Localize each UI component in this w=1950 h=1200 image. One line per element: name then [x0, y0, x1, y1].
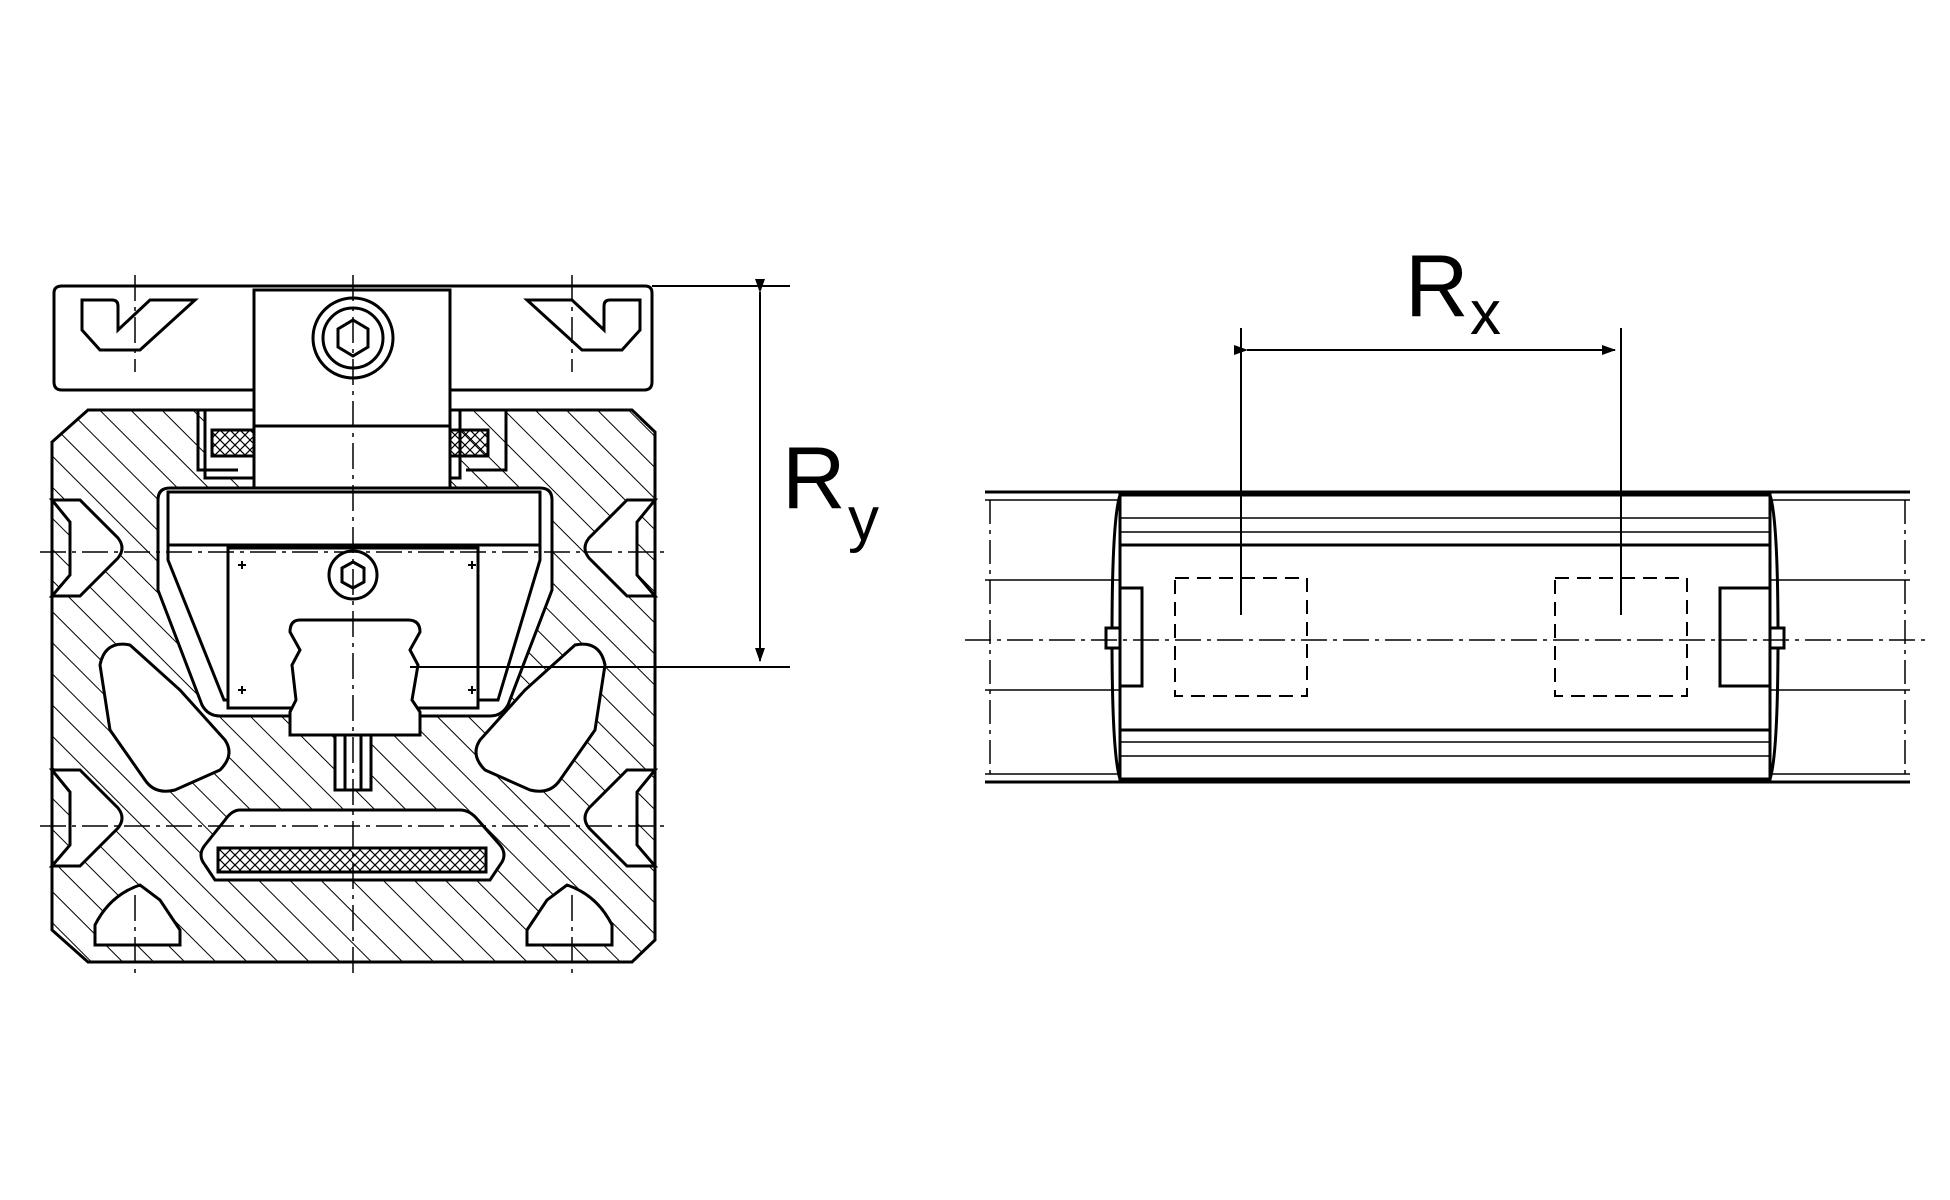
centerlines-left: [40, 275, 668, 975]
rx-label: R: [1405, 236, 1469, 335]
end-plate-left: [1118, 586, 1144, 688]
bottom-seal-strip: [216, 846, 488, 874]
top-slot-right: [523, 298, 642, 352]
slot-right-lower: [583, 768, 659, 868]
ry-dimension: [410, 279, 790, 668]
slot-right-upper: [583, 498, 659, 598]
guide-rail: [288, 618, 422, 737]
slot-left-upper: [48, 498, 124, 598]
slot-left-lower: [48, 768, 124, 868]
rx-subscript: x: [1470, 279, 1501, 348]
rx-dimension: [1234, 328, 1622, 615]
ry-label: R: [782, 428, 846, 527]
ry-subscript: y: [848, 485, 879, 554]
pocket-right: [474, 642, 607, 793]
pocket-left: [98, 642, 231, 793]
top-slot-left: [80, 298, 199, 352]
end-plate-right: [1718, 586, 1772, 688]
top-slot-plate: [52, 284, 654, 392]
side-carriage: [1118, 493, 1772, 781]
side-view: [985, 490, 1910, 784]
slot-bottom-right: [525, 883, 614, 947]
slot-bottom-left: [93, 883, 182, 947]
